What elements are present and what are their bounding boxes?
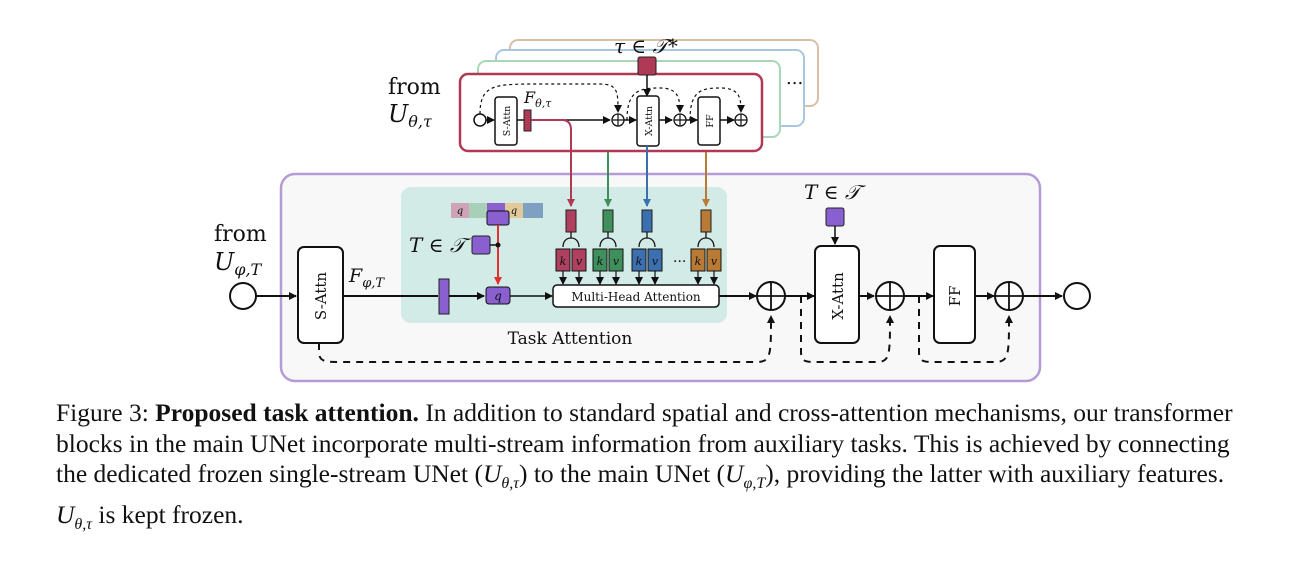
task-attention-diagram: ... τ ∈ 𝒯* from Uθ,τ S-Attn Fθ,τ X-Attn … bbox=[214, 34, 1091, 383]
main-ff-block bbox=[933, 245, 976, 344]
tau-task-token bbox=[637, 56, 657, 76]
task-T-label: T ∈ 𝒯 bbox=[409, 233, 472, 257]
main-input-node bbox=[229, 282, 257, 310]
caption-title: Proposed task attention. bbox=[155, 398, 419, 427]
aux-feature-label: Fθ,τ bbox=[523, 88, 552, 110]
v-label-1: v bbox=[576, 255, 583, 268]
k-label-1: k bbox=[560, 255, 567, 268]
main-x-attn-label: X-Attn bbox=[829, 272, 847, 320]
aux-s-attn-label: S-Attn bbox=[502, 106, 513, 137]
caption-math-1: U bbox=[482, 459, 502, 488]
kv-more: ··· bbox=[673, 254, 686, 270]
caption-math-2-sub: φ,T bbox=[743, 475, 766, 493]
task-attention-label: Task Attention bbox=[508, 329, 633, 349]
caption-math-2: U bbox=[725, 459, 744, 488]
aux-unet-frozen-block bbox=[458, 72, 764, 153]
main-ff-label: FF bbox=[946, 286, 964, 307]
aux-ff-label: FF bbox=[705, 114, 716, 128]
caption-text-3: ), providing the latter with auxiliary f… bbox=[765, 459, 1225, 488]
main-feature-bar bbox=[438, 278, 450, 315]
kv-source-bar-4 bbox=[700, 209, 712, 233]
tau-task-label: τ ∈ 𝒯* bbox=[614, 34, 678, 58]
query-token-label: q bbox=[494, 289, 502, 303]
aux-feature-bar bbox=[523, 109, 532, 132]
k-label-2: k bbox=[597, 255, 604, 268]
aux-unet-symbol: Uθ,τ bbox=[388, 100, 433, 131]
xattn-T-token bbox=[825, 207, 845, 227]
v-label-4: v bbox=[711, 255, 718, 268]
figure-number: Figure 3: bbox=[56, 398, 149, 427]
multi-head-attention-label: Multi-Head Attention bbox=[571, 290, 701, 304]
query-token-stack: q q bbox=[451, 203, 543, 226]
aux-ff-block bbox=[697, 96, 721, 146]
figure-caption: Figure 3: Proposed task attention. In ad… bbox=[56, 398, 1256, 540]
caption-text-1: In addition to standard spatial and cros… bbox=[56, 398, 1233, 488]
main-unet-symbol: Uφ,T bbox=[214, 248, 263, 279]
v-label-3: v bbox=[652, 255, 659, 268]
main-x-attn-block bbox=[814, 245, 860, 344]
query-stack-letter-2: q bbox=[511, 206, 517, 217]
main-s-attn-label: S-Attn bbox=[312, 272, 330, 321]
k-label-3: k bbox=[636, 255, 643, 268]
main-feature-label: Fφ,T bbox=[348, 265, 385, 291]
caption-math-3-sub: θ,τ bbox=[74, 515, 93, 533]
caption-text-4: is kept frozen. bbox=[92, 499, 244, 529]
query-stack-letter-1: q bbox=[457, 206, 463, 217]
kv-source-bar-1 bbox=[565, 209, 577, 233]
kv-source-bar-2 bbox=[602, 209, 614, 233]
kv-source-bar-3 bbox=[641, 209, 653, 233]
caption-text-2: ) to the main UNet ( bbox=[518, 459, 726, 488]
main-output-node bbox=[1063, 282, 1091, 310]
caption-math-3: U bbox=[56, 499, 75, 529]
from-label-aux: from bbox=[388, 75, 441, 100]
caption-math-1-sub: θ,τ bbox=[501, 475, 519, 493]
from-label-main: from bbox=[214, 222, 267, 247]
aux-stack-more: ... bbox=[786, 68, 803, 89]
aux-s-attn-block bbox=[494, 96, 518, 146]
kv-pairs: k v k v k v ··· k v bbox=[555, 209, 722, 285]
k-label-4: k bbox=[695, 255, 702, 268]
xattn-T-label: T ∈ 𝒯 bbox=[804, 180, 867, 204]
aux-x-attn-label: X-Attn bbox=[644, 106, 655, 136]
aux-input-node bbox=[473, 113, 487, 127]
task-T-token bbox=[471, 235, 491, 255]
v-label-2: v bbox=[613, 255, 620, 268]
